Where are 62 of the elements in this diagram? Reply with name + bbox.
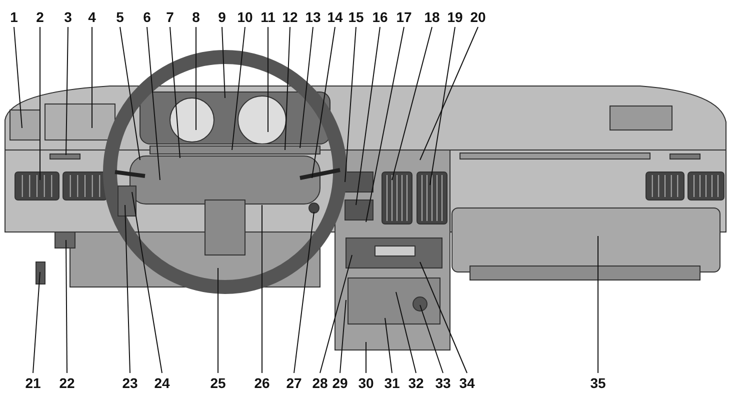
callout-number: 21	[23, 374, 43, 392]
leader-line	[300, 26, 314, 148]
leader-line	[344, 26, 356, 182]
leader-line	[14, 26, 22, 128]
callout-number: 15	[346, 8, 366, 26]
callout-number: 31	[382, 374, 402, 392]
callout-number: 28	[310, 374, 330, 392]
callout-number: 33	[433, 374, 453, 392]
leader-line	[320, 254, 352, 374]
leader-line	[420, 26, 478, 160]
callout-number: 10	[235, 8, 255, 26]
callout-number: 29	[330, 374, 350, 392]
callout-number: 27	[284, 374, 304, 392]
callout-number: 12	[280, 8, 300, 26]
callout-number: 9	[216, 8, 228, 26]
callout-number: 23	[120, 374, 140, 392]
callout-number: 20	[468, 8, 488, 26]
leader-line	[366, 26, 404, 222]
callout-number: 7	[164, 8, 176, 26]
callout-number: 32	[406, 374, 426, 392]
callout-number: 22	[57, 374, 77, 392]
leader-line	[66, 26, 68, 156]
leader-line	[124, 204, 130, 374]
callout-number: 35	[588, 374, 608, 392]
leader-line	[32, 272, 40, 374]
callout-number: 11	[258, 8, 278, 26]
callout-number: 13	[303, 8, 323, 26]
callout-number: 18	[422, 8, 442, 26]
leader-line	[420, 262, 468, 374]
leader-line	[120, 26, 140, 160]
callout-number: 25	[208, 374, 228, 392]
leader-line	[146, 26, 160, 180]
leader-line	[284, 26, 290, 150]
callout-number: 2	[34, 8, 46, 26]
leader-line	[430, 26, 456, 186]
callout-number: 8	[190, 8, 202, 26]
callout-number: 26	[252, 374, 272, 392]
leader-line	[356, 26, 380, 206]
leader-line	[340, 300, 346, 374]
callout-number: 17	[394, 8, 414, 26]
callout-number: 3	[62, 8, 74, 26]
callout-number: 4	[86, 8, 98, 26]
leader-line	[396, 292, 416, 374]
callout-number: 6	[141, 8, 153, 26]
leader-line	[132, 192, 162, 374]
callout-number: 30	[356, 374, 376, 392]
callout-number: 1	[8, 8, 20, 26]
leader-line	[232, 26, 246, 150]
leader-line	[384, 318, 392, 374]
callout-number: 34	[457, 374, 477, 392]
leader-line	[170, 26, 180, 158]
leader-line	[392, 26, 432, 180]
leader-line	[312, 26, 336, 178]
callout-number: 19	[445, 8, 465, 26]
callout-number: 14	[325, 8, 345, 26]
callout-number: 5	[114, 8, 126, 26]
leader-line	[294, 212, 314, 374]
leader-line	[420, 304, 444, 374]
callout-number: 24	[152, 374, 172, 392]
leader-line	[222, 26, 226, 98]
callout-number: 16	[370, 8, 390, 26]
leader-line	[66, 240, 68, 374]
